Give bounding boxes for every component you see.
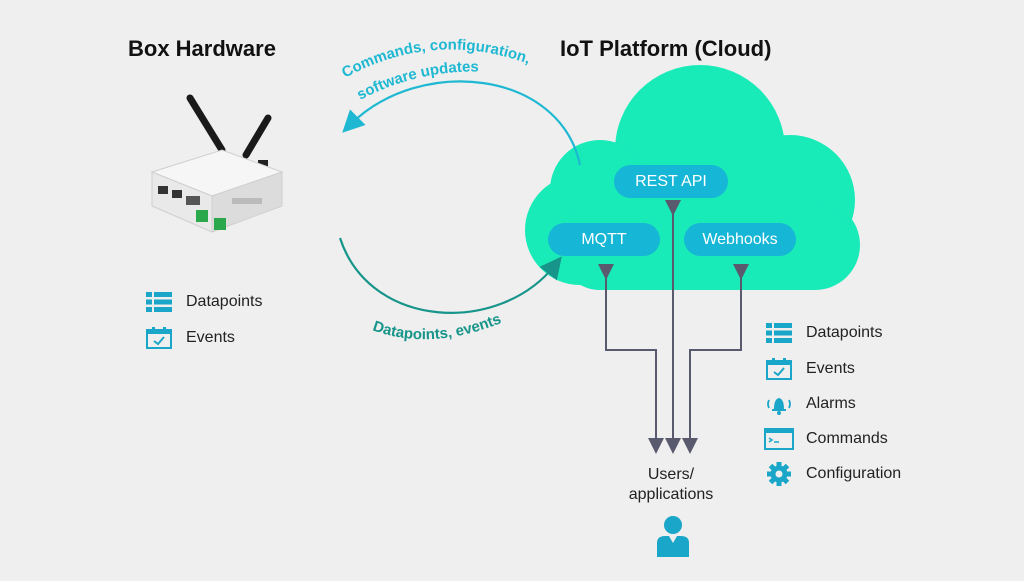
mqtt-connector [598, 264, 664, 454]
bell-icon [764, 392, 794, 416]
box-hardware-title: Box Hardware [128, 36, 276, 61]
mqtt-pill[interactable]: MQTT [548, 223, 660, 256]
user-icon [656, 515, 690, 562]
users-applications-label: Users/ applications [611, 465, 731, 505]
calendar-check-icon [764, 357, 794, 381]
platform-legend-alarms: Alarms [764, 392, 856, 416]
terminal-icon [764, 427, 794, 451]
legend-label: Events [186, 329, 235, 346]
gear-icon [764, 462, 794, 486]
rest-api-pill[interactable]: REST API [614, 165, 728, 198]
webhooks-pill[interactable]: Webhooks [684, 223, 796, 256]
commands-arrow [342, 80, 582, 166]
legend-label: Alarms [806, 395, 856, 412]
legend-label: Events [806, 360, 855, 377]
connectors [598, 200, 749, 454]
legend-label: Datapoints [186, 293, 263, 310]
legend-label: Configuration [806, 465, 902, 482]
legend-label: Commands [806, 430, 888, 447]
cloud-shape [525, 65, 860, 290]
users-label-line2: applications [628, 486, 714, 503]
users-label-line1: Users/ [647, 466, 695, 483]
bottom-arrow-label: Datapoints, events [371, 310, 504, 343]
calendar-check-icon [144, 326, 174, 350]
list-icon [764, 321, 794, 345]
box-legend-datapoints: Datapoints [144, 290, 263, 314]
legend-label: Datapoints [806, 324, 883, 341]
iot-platform-title: IoT Platform (Cloud) [560, 36, 772, 61]
box-hardware-device [150, 94, 284, 233]
platform-legend-configuration: Configuration [764, 462, 901, 486]
list-icon [144, 290, 174, 314]
webhooks-connector [682, 264, 749, 454]
platform-legend-commands: Commands [764, 427, 888, 451]
box-legend-events: Events [144, 326, 235, 350]
platform-legend-datapoints: Datapoints [764, 321, 883, 345]
datapoints-arrow [338, 237, 562, 314]
platform-legend-events: Events [764, 357, 855, 381]
